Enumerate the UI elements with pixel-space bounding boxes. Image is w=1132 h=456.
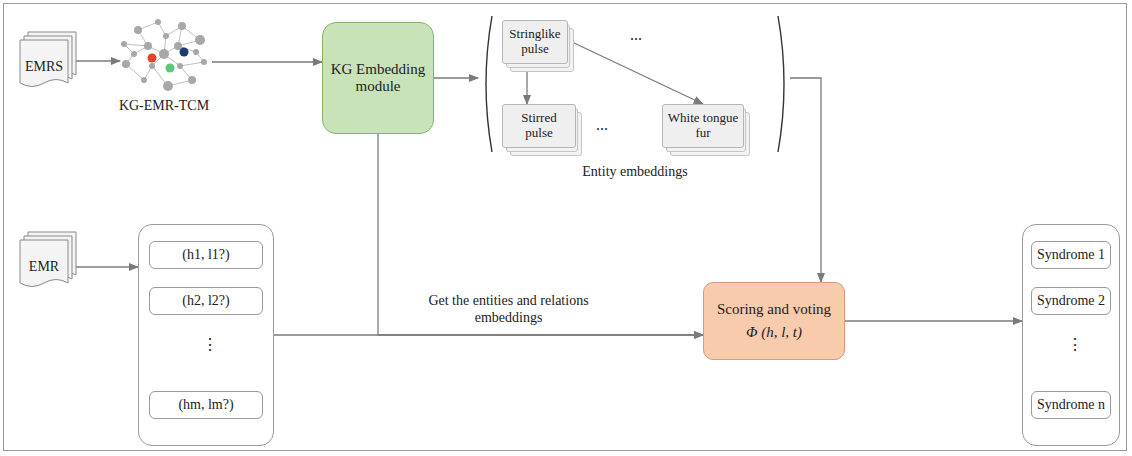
syndrome-box: Syndrome n: [1031, 391, 1111, 419]
node-text: (h1, l1?): [182, 247, 229, 263]
graph-node: [144, 42, 152, 50]
scoring-box: Scoring and voting Φ (h, l, t): [703, 282, 845, 360]
caption-text: Entity embeddings: [460, 164, 810, 180]
query-box: (hm, lm?): [149, 391, 263, 419]
graph-node: [201, 59, 207, 65]
graph-node: [141, 77, 147, 83]
node-text: Syndrome n: [1037, 397, 1105, 413]
document-page: [20, 240, 68, 287]
graph-node: [188, 76, 196, 84]
graph-node-navy: [180, 48, 189, 57]
caption-text: KG-EMR-TCM: [98, 98, 230, 114]
right-parenthesis: [778, 16, 784, 152]
result-container: Syndrome 1 Syndrome 2 Syndrome n ⋮: [1022, 224, 1120, 446]
graph-node: [174, 42, 182, 50]
graph-node-red: [148, 54, 157, 63]
query-container: (h1, l1?) (h2, l2?) (hm, lm?) ⋮: [138, 224, 274, 446]
arrow-connector: [74, 266, 138, 267]
arrow-connector: [212, 61, 322, 62]
embedding-group: Entity embeddingsStringlike pulseStirred…: [480, 12, 790, 180]
arrow-connector: [572, 42, 703, 104]
document-stack: EMR: [20, 240, 68, 290]
arrow-connector: [526, 72, 527, 104]
node-text: (hm, lm?): [178, 397, 233, 413]
node-text: Stringlike pulse: [507, 27, 563, 57]
graph-node: [121, 41, 127, 47]
graph-node: [122, 60, 130, 68]
node-text: Φ (h, l, t): [746, 324, 802, 341]
ellipsis-label: ⋮: [1067, 335, 1083, 354]
node-text: Scoring and voting: [717, 301, 831, 318]
node-text: KG Embedding module: [327, 61, 429, 96]
graph-link: [180, 62, 204, 66]
entity-card: Stringlike pulse: [502, 20, 568, 64]
ellipsis-label: ...: [630, 26, 642, 44]
graph-node: [193, 49, 199, 55]
graph-node: [149, 63, 155, 69]
left-parenthesis: [486, 16, 492, 152]
document-page: [20, 40, 68, 87]
arrow-connector: [74, 60, 120, 61]
ellipsis-label: ...: [596, 116, 608, 134]
syndrome-box: Syndrome 1: [1031, 241, 1111, 269]
graph-illustration: [118, 16, 210, 92]
query-box: (h2, l2?): [149, 287, 263, 315]
graph-node: [163, 81, 173, 91]
node-text: EMRS: [25, 59, 63, 75]
knowledge-graph: KG-EMR-TCM: [118, 16, 210, 114]
document-stack: EMRS: [20, 40, 68, 90]
graph-node: [178, 22, 186, 30]
edge-label: Get the entities and relations embedding…: [421, 293, 597, 327]
node-text: EMR: [29, 259, 59, 275]
module-box: KG Embedding module: [322, 22, 434, 134]
node-text: Syndrome 1: [1037, 247, 1105, 263]
graph-node: [177, 63, 183, 69]
arrow-connector: [845, 320, 1022, 321]
node-text: Stirred pulse: [507, 111, 571, 141]
arrow-connector: [434, 77, 478, 78]
node-text: (h2, l2?): [182, 293, 229, 309]
graph-node-green: [166, 64, 175, 73]
graph-node: [155, 19, 161, 25]
graph-node: [163, 33, 169, 39]
graph-node: [134, 26, 142, 34]
ellipsis-label: ⋮: [202, 335, 218, 354]
query-box: (h1, l1?): [149, 241, 263, 269]
graph-node: [131, 51, 137, 57]
graph-node: [159, 49, 169, 59]
node-text: Syndrome 2: [1037, 293, 1105, 309]
entity-card: Stirred pulse: [502, 104, 576, 148]
graph-node: [195, 35, 205, 45]
syndrome-box: Syndrome 2: [1031, 287, 1111, 315]
entity-card: White tongue fur: [662, 104, 744, 148]
arrow-connector: [790, 78, 821, 282]
node-text: White tongue fur: [667, 111, 739, 141]
